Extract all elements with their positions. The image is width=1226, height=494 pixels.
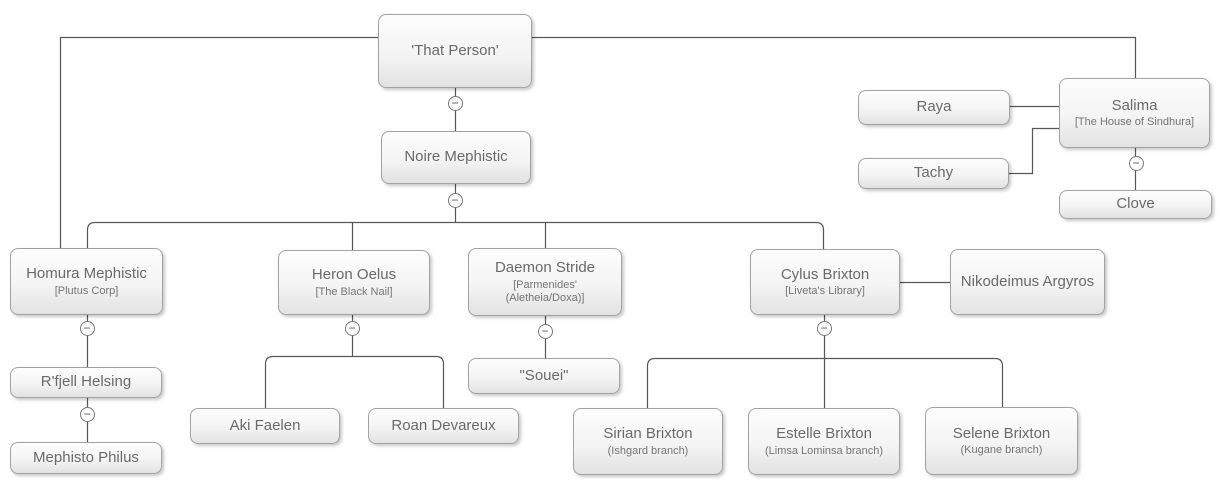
collapse-toggle-daemon[interactable]: − <box>537 323 553 339</box>
node-title: Aki Faelen <box>229 416 301 434</box>
node-title: Cylus Brixton <box>780 265 870 283</box>
tree-node-daemon[interactable]: Daemon Stride [Parmenides' (Aletheia/Doxa… <box>468 248 622 316</box>
node-subtitle: [Liveta's Library] <box>785 285 865 298</box>
node-subtitle: (Kugane branch) <box>960 444 1043 457</box>
tree-node-cylus[interactable]: Cylus Brixton [Liveta's Library] <box>750 249 900 315</box>
node-subtitle: [Parmenides' (Aletheia/Doxa)] <box>505 278 585 304</box>
tree-node-heron[interactable]: Heron Oelus[The Black Nail] <box>278 250 430 315</box>
tree-node-raya[interactable]: Raya <box>858 90 1010 125</box>
tree-node-salima[interactable]: Salima [The House of Sindhura] <box>1059 78 1210 148</box>
node-title: 'That Person' <box>411 41 499 59</box>
tree-node-clove[interactable]: Clove <box>1059 190 1212 219</box>
connector-that-person-to-salima <box>532 36 1137 78</box>
connector-tachy-to-salima <box>1009 127 1059 175</box>
node-title: Salima <box>1111 96 1158 114</box>
tree-node-selene[interactable]: Selene Brixton (Kugane branch) <box>925 407 1078 475</box>
tree-node-tachy[interactable]: Tachy <box>858 158 1009 189</box>
node-title: Estelle Brixton <box>776 425 872 443</box>
node-title: Nikodeimus Argyros <box>960 272 1095 290</box>
connector-noire-children-bus <box>86 221 825 249</box>
tree-node-sirian[interactable]: Sirian Brixton(Ishgard branch) <box>573 408 723 475</box>
node-title: Tachy <box>913 164 954 182</box>
tree-node-aki[interactable]: Aki Faelen <box>190 408 340 444</box>
node-title: Sirian Brixton <box>603 425 693 443</box>
node-subtitle: (Limsa Lominsa branch) <box>765 444 883 457</box>
tree-node-roan[interactable]: Roan Devareux <box>368 408 519 444</box>
node-title: Clove <box>1116 195 1155 213</box>
tree-node-noire[interactable]: Noire Mephistic <box>381 131 531 184</box>
node-subtitle: [The House of Sindhura] <box>1074 116 1195 129</box>
collapse-toggle-homura[interactable]: − <box>79 320 95 336</box>
tree-node-homura[interactable]: Homura Mephistic[Plutus Corp] <box>10 248 163 315</box>
node-title: R'fjell Helsing <box>40 373 132 391</box>
node-title: Selene Brixton <box>952 424 1051 442</box>
tree-node-that-person[interactable]: 'That Person' <box>378 14 532 88</box>
node-subtitle: (Ishgard branch) <box>607 444 689 457</box>
node-title: Heron Oelus <box>311 266 397 284</box>
node-title: Roan Devareux <box>391 416 496 434</box>
tree-node-souei[interactable]: "Souei" <box>468 358 620 394</box>
collapse-toggle-noire[interactable]: − <box>447 192 463 208</box>
tree-node-estelle[interactable]: Estelle Brixton(Limsa Lominsa branch) <box>748 408 900 475</box>
collapse-toggle-heron[interactable]: − <box>344 320 360 336</box>
connector-heron-children-bus <box>264 355 445 408</box>
tree-node-rfjell[interactable]: R'fjell Helsing <box>10 367 162 398</box>
node-title: Homura Mephistic <box>26 265 147 283</box>
node-subtitle: [The Black Nail] <box>315 285 393 298</box>
tree-node-nikodeimus[interactable]: Nikodeimus Argyros <box>950 249 1105 315</box>
collapse-toggle-rfjell[interactable]: − <box>79 406 95 422</box>
node-title: Raya <box>916 98 952 116</box>
node-title: Mephisto Philus <box>33 448 139 466</box>
collapse-toggle-salima[interactable]: − <box>1128 155 1144 171</box>
collapse-toggle-that-person[interactable]: − <box>447 95 463 111</box>
connector-that-person-to-homura <box>59 36 378 248</box>
collapse-toggle-cylus[interactable]: − <box>816 320 832 336</box>
node-title: "Souei" <box>519 366 569 384</box>
tree-node-mephisto[interactable]: Mephisto Philus <box>10 442 162 474</box>
node-title: Noire Mephistic <box>404 148 508 166</box>
node-subtitle: [Plutus Corp] <box>54 284 119 297</box>
node-title: Daemon Stride <box>494 258 596 276</box>
